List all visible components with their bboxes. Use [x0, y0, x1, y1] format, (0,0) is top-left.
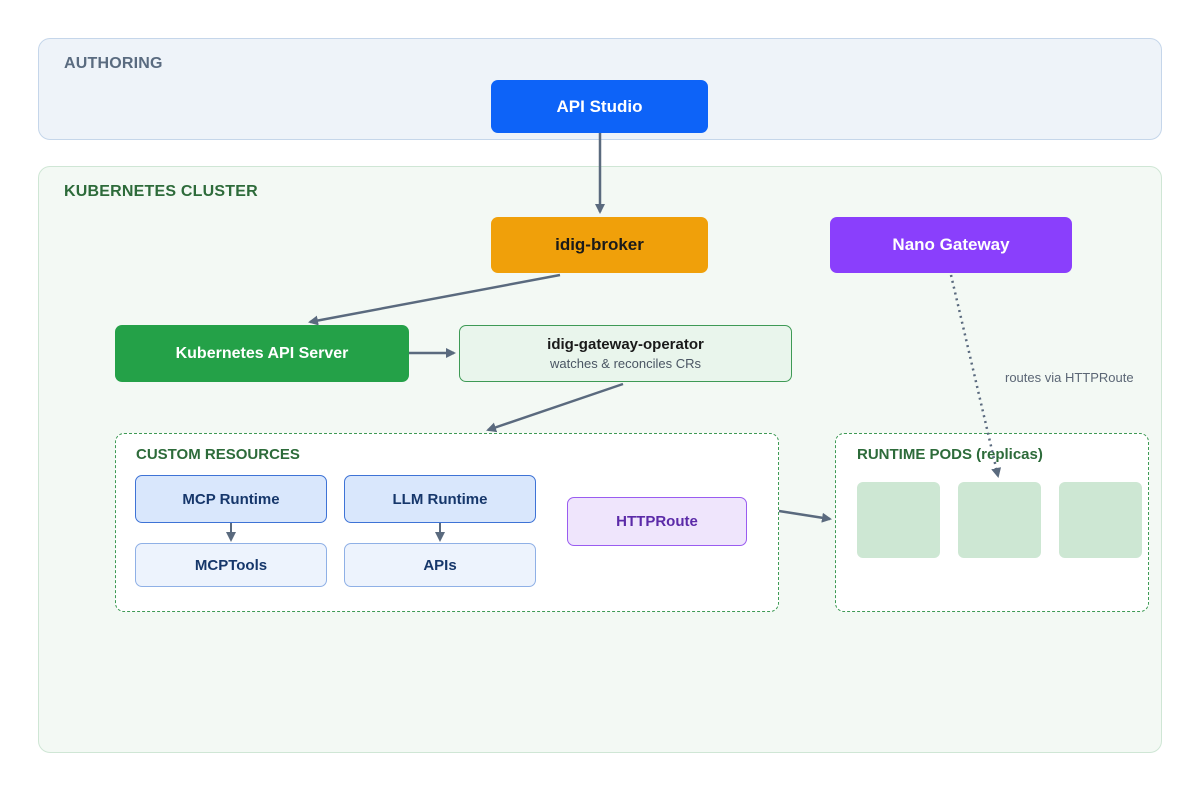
nano-gateway-node: Nano Gateway: [830, 217, 1072, 273]
routes-edge-label: routes via HTTPRoute: [1005, 370, 1134, 385]
runtime-pods-title: RUNTIME PODS (replicas): [857, 446, 1043, 463]
nano-gateway-label: Nano Gateway: [892, 235, 1010, 254]
authoring-title: AUTHORING: [64, 55, 163, 72]
runtime-pod: [1059, 482, 1142, 558]
api-studio-label: API Studio: [556, 96, 643, 116]
llm-runtime-label: LLM Runtime: [392, 490, 488, 508]
httproute-label: HTTPRoute: [616, 513, 698, 530]
apis-label: APIs: [423, 556, 457, 574]
mcp-runtime-label: MCP Runtime: [182, 490, 280, 508]
custom-resources-title: CUSTOM RESOURCES: [136, 446, 300, 463]
operator-subtitle: watches & reconciles CRs: [550, 356, 701, 371]
operator-title: idig-gateway-operator: [547, 336, 704, 353]
runtime-pod: [857, 482, 940, 558]
runtime-pod: [958, 482, 1041, 558]
mcp-runtime-node: MCP Runtime: [135, 475, 327, 523]
mcptools-node: MCPTools: [135, 543, 327, 587]
kubernetes-api-server-node: Kubernetes API Server: [115, 325, 409, 382]
kubernetes-cluster-title: KUBERNETES CLUSTER: [64, 183, 258, 200]
idig-gateway-operator-node: idig-gateway-operator watches & reconcil…: [459, 325, 792, 382]
kubernetes-api-server-label: Kubernetes API Server: [175, 344, 349, 362]
apis-node: APIs: [344, 543, 536, 587]
idig-broker-label: idig-broker: [555, 235, 644, 254]
api-studio-node: API Studio: [491, 80, 708, 133]
httproute-node: HTTPRoute: [567, 497, 747, 546]
mcptools-label: MCPTools: [194, 556, 268, 574]
llm-runtime-node: LLM Runtime: [344, 475, 536, 523]
idig-broker-node: idig-broker: [491, 217, 708, 273]
